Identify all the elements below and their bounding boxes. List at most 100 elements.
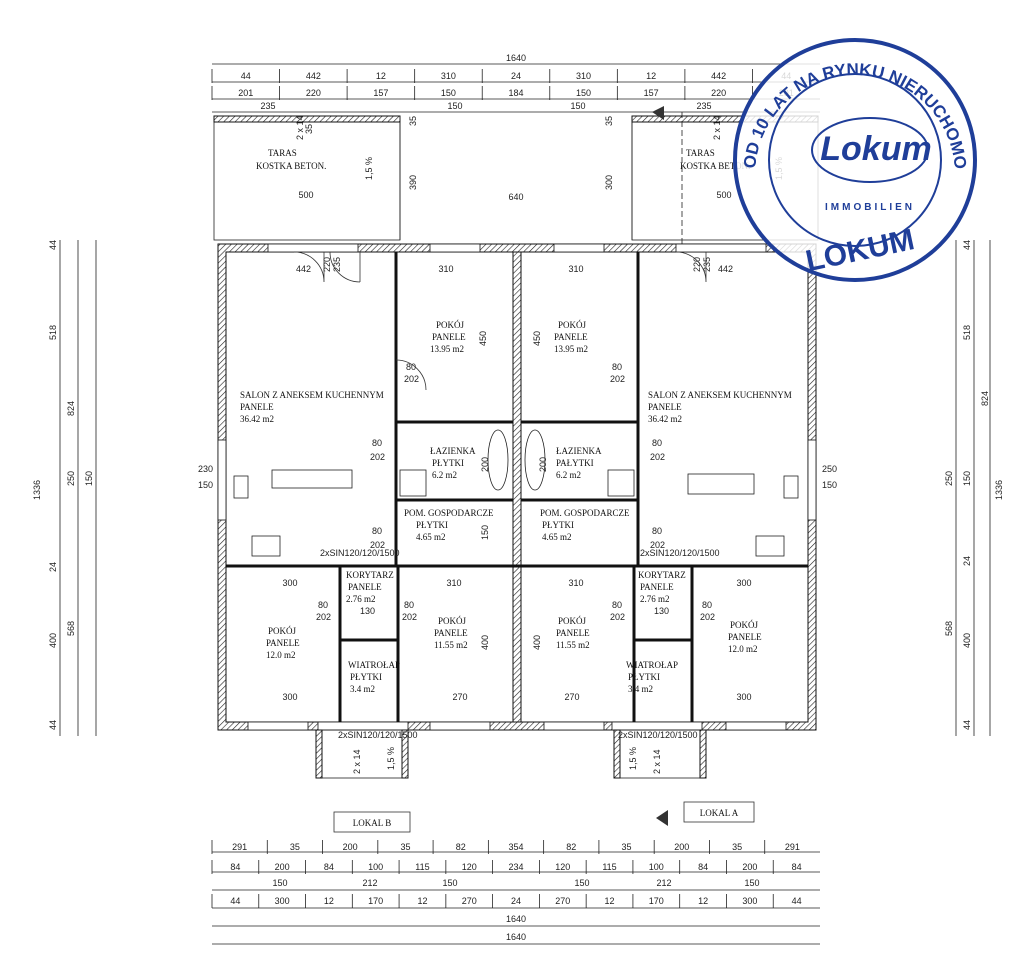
left-dim-44b: 44 [48, 720, 58, 730]
room-korytarz-left: KORYTARZ PANELE 2.76 m2 130 [346, 570, 394, 616]
building-walls [217, 243, 817, 731]
entrance-left: 2 x 14 1,5 % 2xSIN120/120/1500 [315, 729, 418, 779]
dim-150-left: 150 [447, 101, 462, 111]
right-dim-250: 250 [944, 471, 954, 486]
room-pokoj-tr-finish: PANELE [554, 332, 588, 342]
room-pokoj-br-finish: PANELE [728, 632, 762, 642]
room-salon-left-finish: PANELE [240, 402, 274, 412]
left-dim-1336: 1336 [32, 480, 42, 500]
room-wiat-r-name: WIATROŁAP [626, 660, 678, 670]
botRow2-value: 120 [555, 862, 570, 872]
botRow4-value: 170 [368, 896, 383, 906]
gosp-r-d80: 80 [652, 526, 662, 536]
terrace-35-l: 35 [408, 116, 418, 126]
terrace-right-width: 500 [716, 190, 731, 200]
botRow4-value: 270 [555, 896, 570, 906]
topRow1-value: 12 [376, 71, 386, 81]
left-dim-568: 568 [66, 621, 76, 636]
room-laz-r-finish: PAŁYTKI [556, 458, 594, 468]
botRow2-value: 100 [368, 862, 383, 872]
sink-left [233, 475, 249, 499]
room-wiat-l-finish: PŁYTKI [350, 672, 382, 682]
botRow2-value: 120 [462, 862, 477, 872]
left-dim-250: 250 [66, 471, 76, 486]
right-dimensions: 44 518 24 400 44 824 250 568 1336 150 [944, 240, 1004, 736]
terrace-left-35: 35 [304, 124, 314, 134]
pokoj-tr-450: 450 [532, 331, 542, 346]
top-dimensions: 1640 4444212310243101244244 201220157150… [211, 53, 820, 113]
room-kor-r-name: KORYTARZ [638, 570, 686, 580]
lokum-stamp: OD 10 LAT NA RYNKU NIERUCHOMOŚCI Lokum I… [0, 0, 977, 282]
botRow2-value: 84 [698, 862, 708, 872]
room-pokoj-top-right: 310 POKÓJ PANELE 13.95 m2 450 80 202 [532, 264, 625, 384]
botRow2-value: 100 [649, 862, 664, 872]
room-pokoj-bl-name: POKÓJ [268, 626, 297, 636]
pokoj-bl-d80: 80 [318, 600, 328, 610]
pokoj-br-d202: 202 [700, 612, 715, 622]
pokoj-br-d80: 80 [702, 600, 712, 610]
room-laz-r-name: ŁAZIENKA [556, 446, 602, 456]
botRow4-value: 170 [649, 896, 664, 906]
room-pokoj-tl-finish: PANELE [432, 332, 466, 342]
cooktop-left [251, 535, 281, 557]
left-dim-24: 24 [48, 562, 58, 572]
botRow4-value: 12 [324, 896, 334, 906]
cooktop-right [755, 535, 785, 557]
stamp-subtitle: IMMOBILIEN [825, 202, 915, 213]
room-kor-r-finish: PANELE [640, 582, 674, 592]
laz-l-200: 200 [480, 457, 490, 472]
left-dim-400: 400 [48, 633, 58, 648]
botRow4-value: 300 [275, 896, 290, 906]
right-dim-44b: 44 [962, 720, 972, 730]
left-dim-518: 518 [48, 325, 58, 340]
dim-row-2: 201220157150184150157220201 [211, 86, 794, 100]
pokoj-bml-d202: 202 [402, 612, 417, 622]
room-wiatrolap-left: WIATROŁAP PŁYTKI 3.4 m2 [348, 660, 400, 694]
door-terrace-right [675, 251, 707, 283]
room-salon-left: SALON Z ANEKSEM KUCHENNYM PANELE 36.42 m… [233, 251, 384, 557]
topRow1-value: 12 [646, 71, 656, 81]
pokoj-br-300b: 300 [736, 692, 751, 702]
salon-right-442: 442 [718, 264, 733, 274]
botRow2-value: 84 [792, 862, 802, 872]
topRow2-value: 201 [238, 88, 253, 98]
window-right-150: 150 [822, 480, 837, 490]
bot-212-b: 212 [656, 878, 671, 888]
topRow1-value: 24 [511, 71, 521, 81]
pokoj-br-300: 300 [736, 578, 751, 588]
salon-left-220: 220 [322, 257, 332, 272]
pokoj-bmr-400: 400 [532, 635, 542, 650]
terrace-left-width: 500 [298, 190, 313, 200]
terrace-center: 640 390 300 35 35 [399, 116, 633, 240]
room-kor-l-area: 2.76 m2 [346, 594, 376, 604]
bot-150-b: 150 [442, 878, 457, 888]
pokoj-tr-310: 310 [568, 264, 583, 274]
room-kor-l-name: KORYTARZ [346, 570, 394, 580]
terrace-right-finish: KOSTKA BETON. [680, 161, 750, 171]
pokoj-tl-d202: 202 [404, 374, 419, 384]
topRow2-value: 220 [306, 88, 321, 98]
room-laz-r-area: 6.2 m2 [556, 470, 581, 480]
botRow1-value: 35 [400, 842, 410, 852]
topRow2-value: 150 [441, 88, 456, 98]
dim-235-left: 235 [260, 101, 275, 111]
right-dim-150: 150 [962, 471, 972, 486]
pokoj-tr-d80: 80 [612, 362, 622, 372]
bot-total-2: 1640 [506, 932, 526, 942]
section-arrow-top [652, 106, 664, 120]
topRow1-value: 310 [441, 71, 456, 81]
room-salon-left-area: 36.42 m2 [240, 414, 274, 424]
room-pokoj-bml-name: POKÓJ [438, 616, 467, 626]
room-wiat-l-area: 3.4 m2 [350, 684, 375, 694]
dim-150-right: 150 [570, 101, 585, 111]
pokoj-bmr-270: 270 [564, 692, 579, 702]
entrance-left-duct: 2xSIN120/120/1500 [338, 730, 418, 740]
room-pokoj-bml-area: 11.55 m2 [434, 640, 468, 650]
salon-right-235: 235 [702, 257, 712, 272]
right-dim-24: 24 [962, 556, 972, 566]
room-pokoj-bottom-mid-right: 310 POKÓJ PANELE 11.55 m2 400 270 80 202 [532, 578, 625, 702]
room-laz-l-name: ŁAZIENKA [430, 446, 476, 456]
pokoj-bml-310: 310 [446, 578, 461, 588]
dim-top-total: 1640 [506, 53, 526, 63]
entrance-right-duct: 2xSIN120/120/1500 [618, 730, 698, 740]
